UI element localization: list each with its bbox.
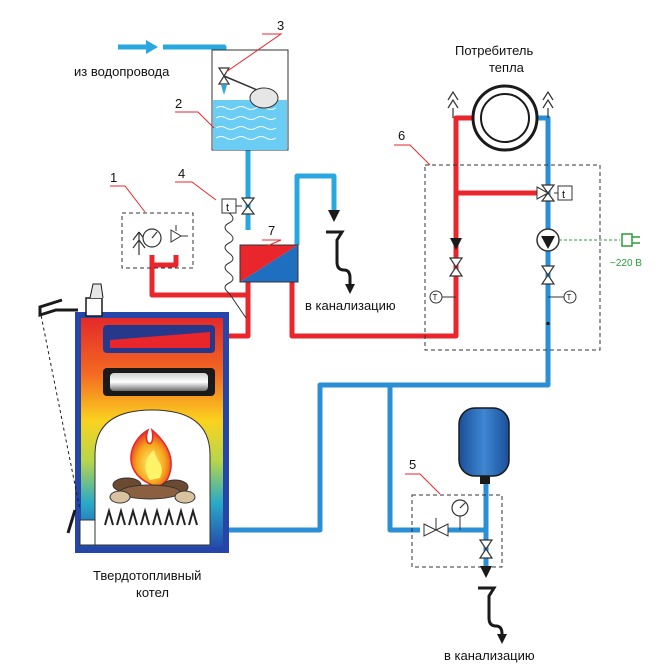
expansion-group [411,407,510,568]
drain-bottom-label: в канализацию [444,648,535,663]
callout-leaders [110,33,441,495]
callout-numbers: 3 2 1 4 7 6 5 [110,18,416,472]
drain-bottom [478,566,507,644]
callout-2: 2 [175,96,182,111]
water-main-arrow [118,40,158,54]
return-pipe [224,115,551,533]
callout-5: 5 [409,457,416,472]
thermometer-right-label: T [567,293,572,302]
callout-4: 4 [178,166,185,181]
heat-exchanger [239,244,299,283]
pump-thermostat-label: t [562,189,565,201]
callout-1: 1 [110,170,117,185]
drain-top [326,210,355,294]
boiler-hot-pipe [224,280,251,339]
callout-3: 3 [277,18,284,33]
float-valve [217,67,279,109]
exchanger-drain-pipe [294,173,337,245]
boiler-label-line2: котел [136,585,169,600]
supply-to-consumer-pipe [289,115,474,339]
water-tank [211,49,289,151]
drain-top-label: в канализацию [305,298,396,313]
boiler-safety-group [121,212,194,269]
boiler-label-line1: Твердотопливный [93,568,201,583]
heat-consumer [447,84,554,152]
pump-group: T t T [424,164,640,351]
thermostat-label: t [226,202,229,214]
consumer-label-line2: тепла [489,60,525,75]
voltage-label: ~220 В [610,258,642,269]
callout-7: 7 [268,223,275,238]
pipes [149,44,551,570]
consumer-label-line1: Потребитель [455,43,533,58]
thermometer-left-label: T [433,293,438,302]
thermostatic-valve: t [221,197,256,319]
water-supply-label: из водопровода [74,64,170,79]
callout-6: 6 [398,128,405,143]
solid-fuel-boiler [38,283,229,553]
group1-pipe [149,255,248,298]
safety-group-pipe [387,385,420,533]
